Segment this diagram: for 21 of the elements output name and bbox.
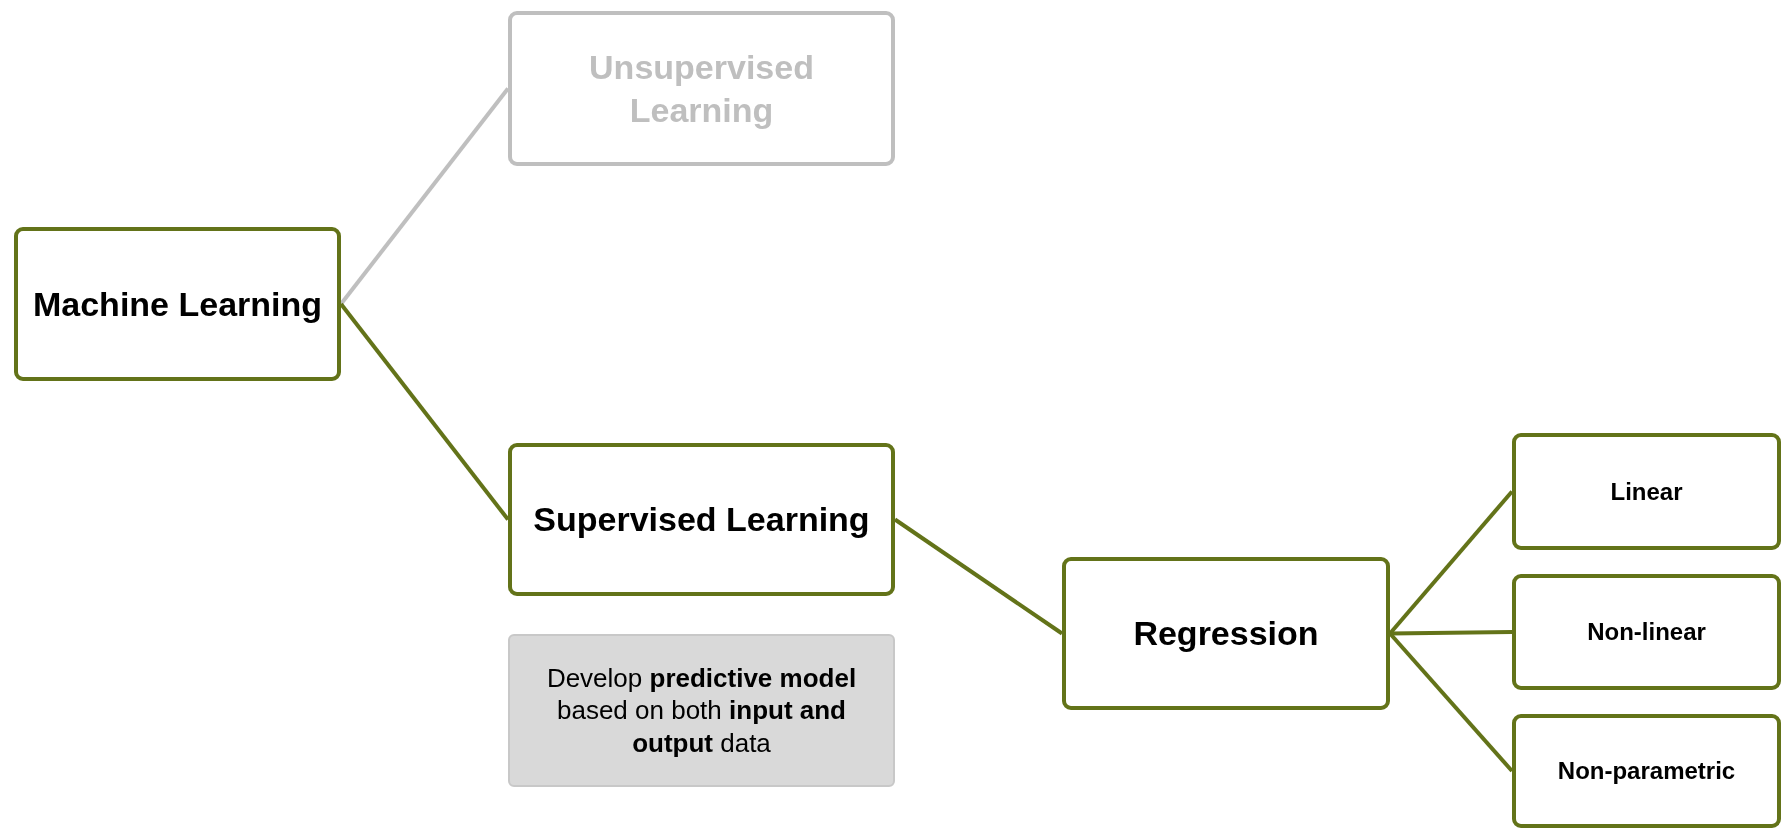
note-box bbox=[508, 634, 895, 787]
connector-line bbox=[1388, 632, 1514, 773]
category-box bbox=[1512, 574, 1781, 690]
concept-box bbox=[508, 11, 895, 166]
category-box bbox=[1512, 714, 1781, 828]
connector-line bbox=[339, 87, 510, 306]
node-label: Supervised Learning bbox=[532, 499, 871, 541]
node-label: Non-parametric bbox=[1556, 756, 1737, 786]
concept-box bbox=[508, 443, 895, 596]
node-label: Regression bbox=[1132, 613, 1320, 655]
connector-line bbox=[339, 302, 510, 521]
node-label: Non-linear bbox=[1586, 617, 1707, 647]
connector-line bbox=[893, 517, 1064, 636]
concept-box bbox=[14, 227, 341, 381]
connector-line bbox=[1389, 630, 1513, 636]
node-label: Linear bbox=[1609, 476, 1684, 507]
node-label: Unsupervised Learning bbox=[588, 47, 815, 131]
description-text: Develop predictive model based on both input and output data bbox=[545, 661, 858, 760]
node-label: Machine Learning bbox=[31, 283, 324, 325]
concept-box bbox=[1062, 557, 1390, 710]
category-box bbox=[1512, 433, 1781, 550]
